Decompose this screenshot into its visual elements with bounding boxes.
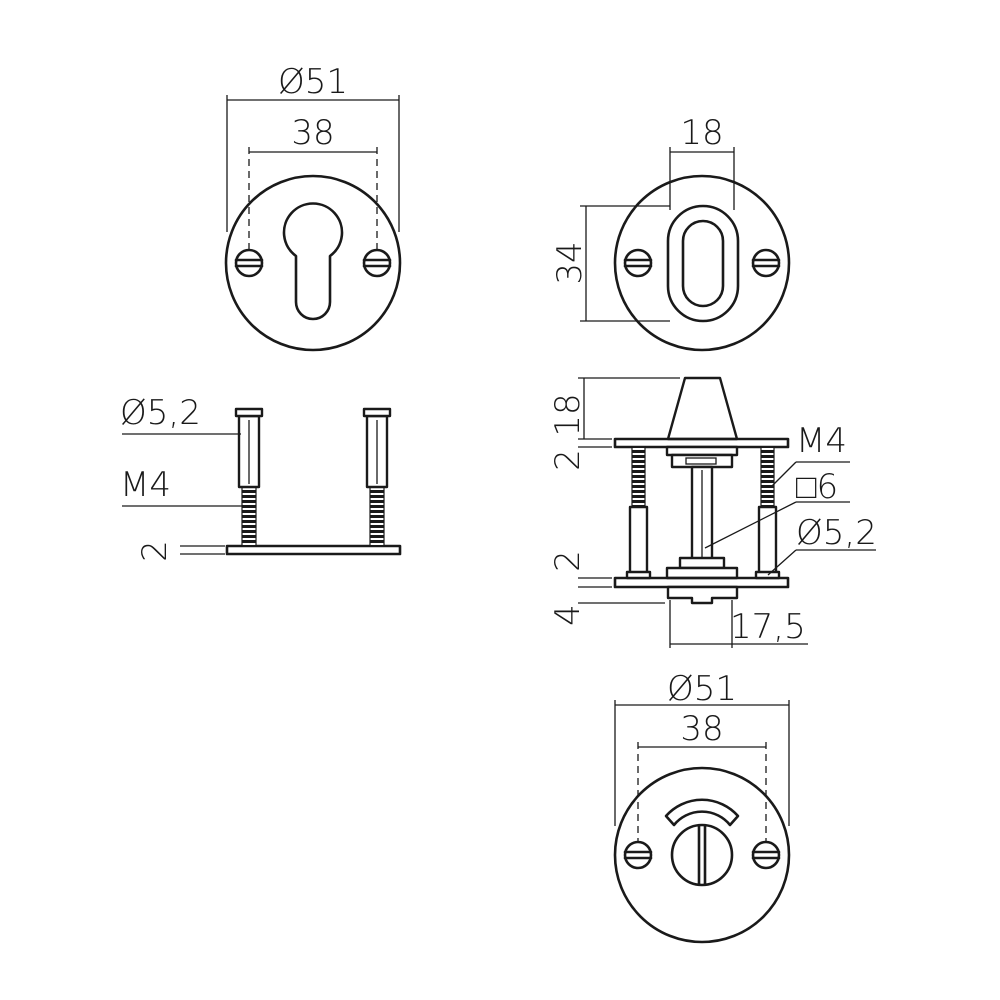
dim-sleeve-diameter: Ø5,2 (796, 513, 877, 553)
toilet-rosette-side-view: 18 2 2 4 17,5 M4 □6 Ø5,2 (548, 376, 877, 648)
cylinder-rosette-side-view: Ø5,2 M4 2 (120, 393, 402, 562)
screw-left-icon (623, 840, 653, 870)
rosette-outline (613, 766, 791, 944)
rosette-outline (224, 174, 402, 352)
dim-outer-diameter: Ø51 (278, 62, 348, 102)
dim-sleeve-diameter: Ø5,2 (120, 393, 201, 433)
rosette-outline (613, 174, 791, 352)
dim-outer-diameter: Ø51 (667, 669, 737, 709)
screw-right-icon (751, 840, 781, 870)
dim-spindle-square: □6 (796, 467, 838, 507)
screw-left (625, 446, 652, 580)
toilet-rosette-front-view: 18 34 (550, 113, 791, 352)
screw-sleeve-left (234, 407, 264, 547)
dim-slot-height: 34 (550, 241, 590, 284)
dim-slot-width: 18 (680, 113, 723, 153)
cylinder-rosette-front-view: Ø51 38 (224, 62, 402, 352)
dim-thread: M4 (120, 465, 171, 505)
screw-left-icon (623, 248, 653, 278)
screw-sleeve-right (362, 407, 392, 547)
rosette-plate (225, 544, 402, 556)
screw-right (754, 446, 781, 580)
dim-screw-spacing: 38 (680, 709, 723, 749)
emergency-turn (666, 585, 739, 605)
dim-thread: M4 (796, 421, 847, 461)
dim-knob-height: 18 (548, 393, 588, 436)
profile-cylinder-cutout (282, 202, 344, 321)
indicator-window (664, 798, 740, 827)
indicator-rosette-front-view: Ø51 38 (613, 669, 791, 944)
slot-outer (666, 204, 740, 323)
slot-inner (681, 219, 725, 308)
screw-left-icon (234, 248, 264, 278)
dim-plate-bottom: 2 (548, 550, 588, 572)
dim-base: 4 (548, 604, 588, 626)
dim-plate-thickness: 2 (135, 540, 175, 562)
turn-knob (666, 376, 739, 441)
dim-screw-spacing: 38 (291, 113, 334, 153)
screw-right-icon (362, 248, 392, 278)
turn-knob-icon (670, 823, 734, 887)
dim-plate-top: 2 (548, 449, 588, 471)
screw-right-icon (751, 248, 781, 278)
dim-turn-width: 17,5 (730, 607, 806, 647)
plate-bottom (613, 576, 790, 589)
